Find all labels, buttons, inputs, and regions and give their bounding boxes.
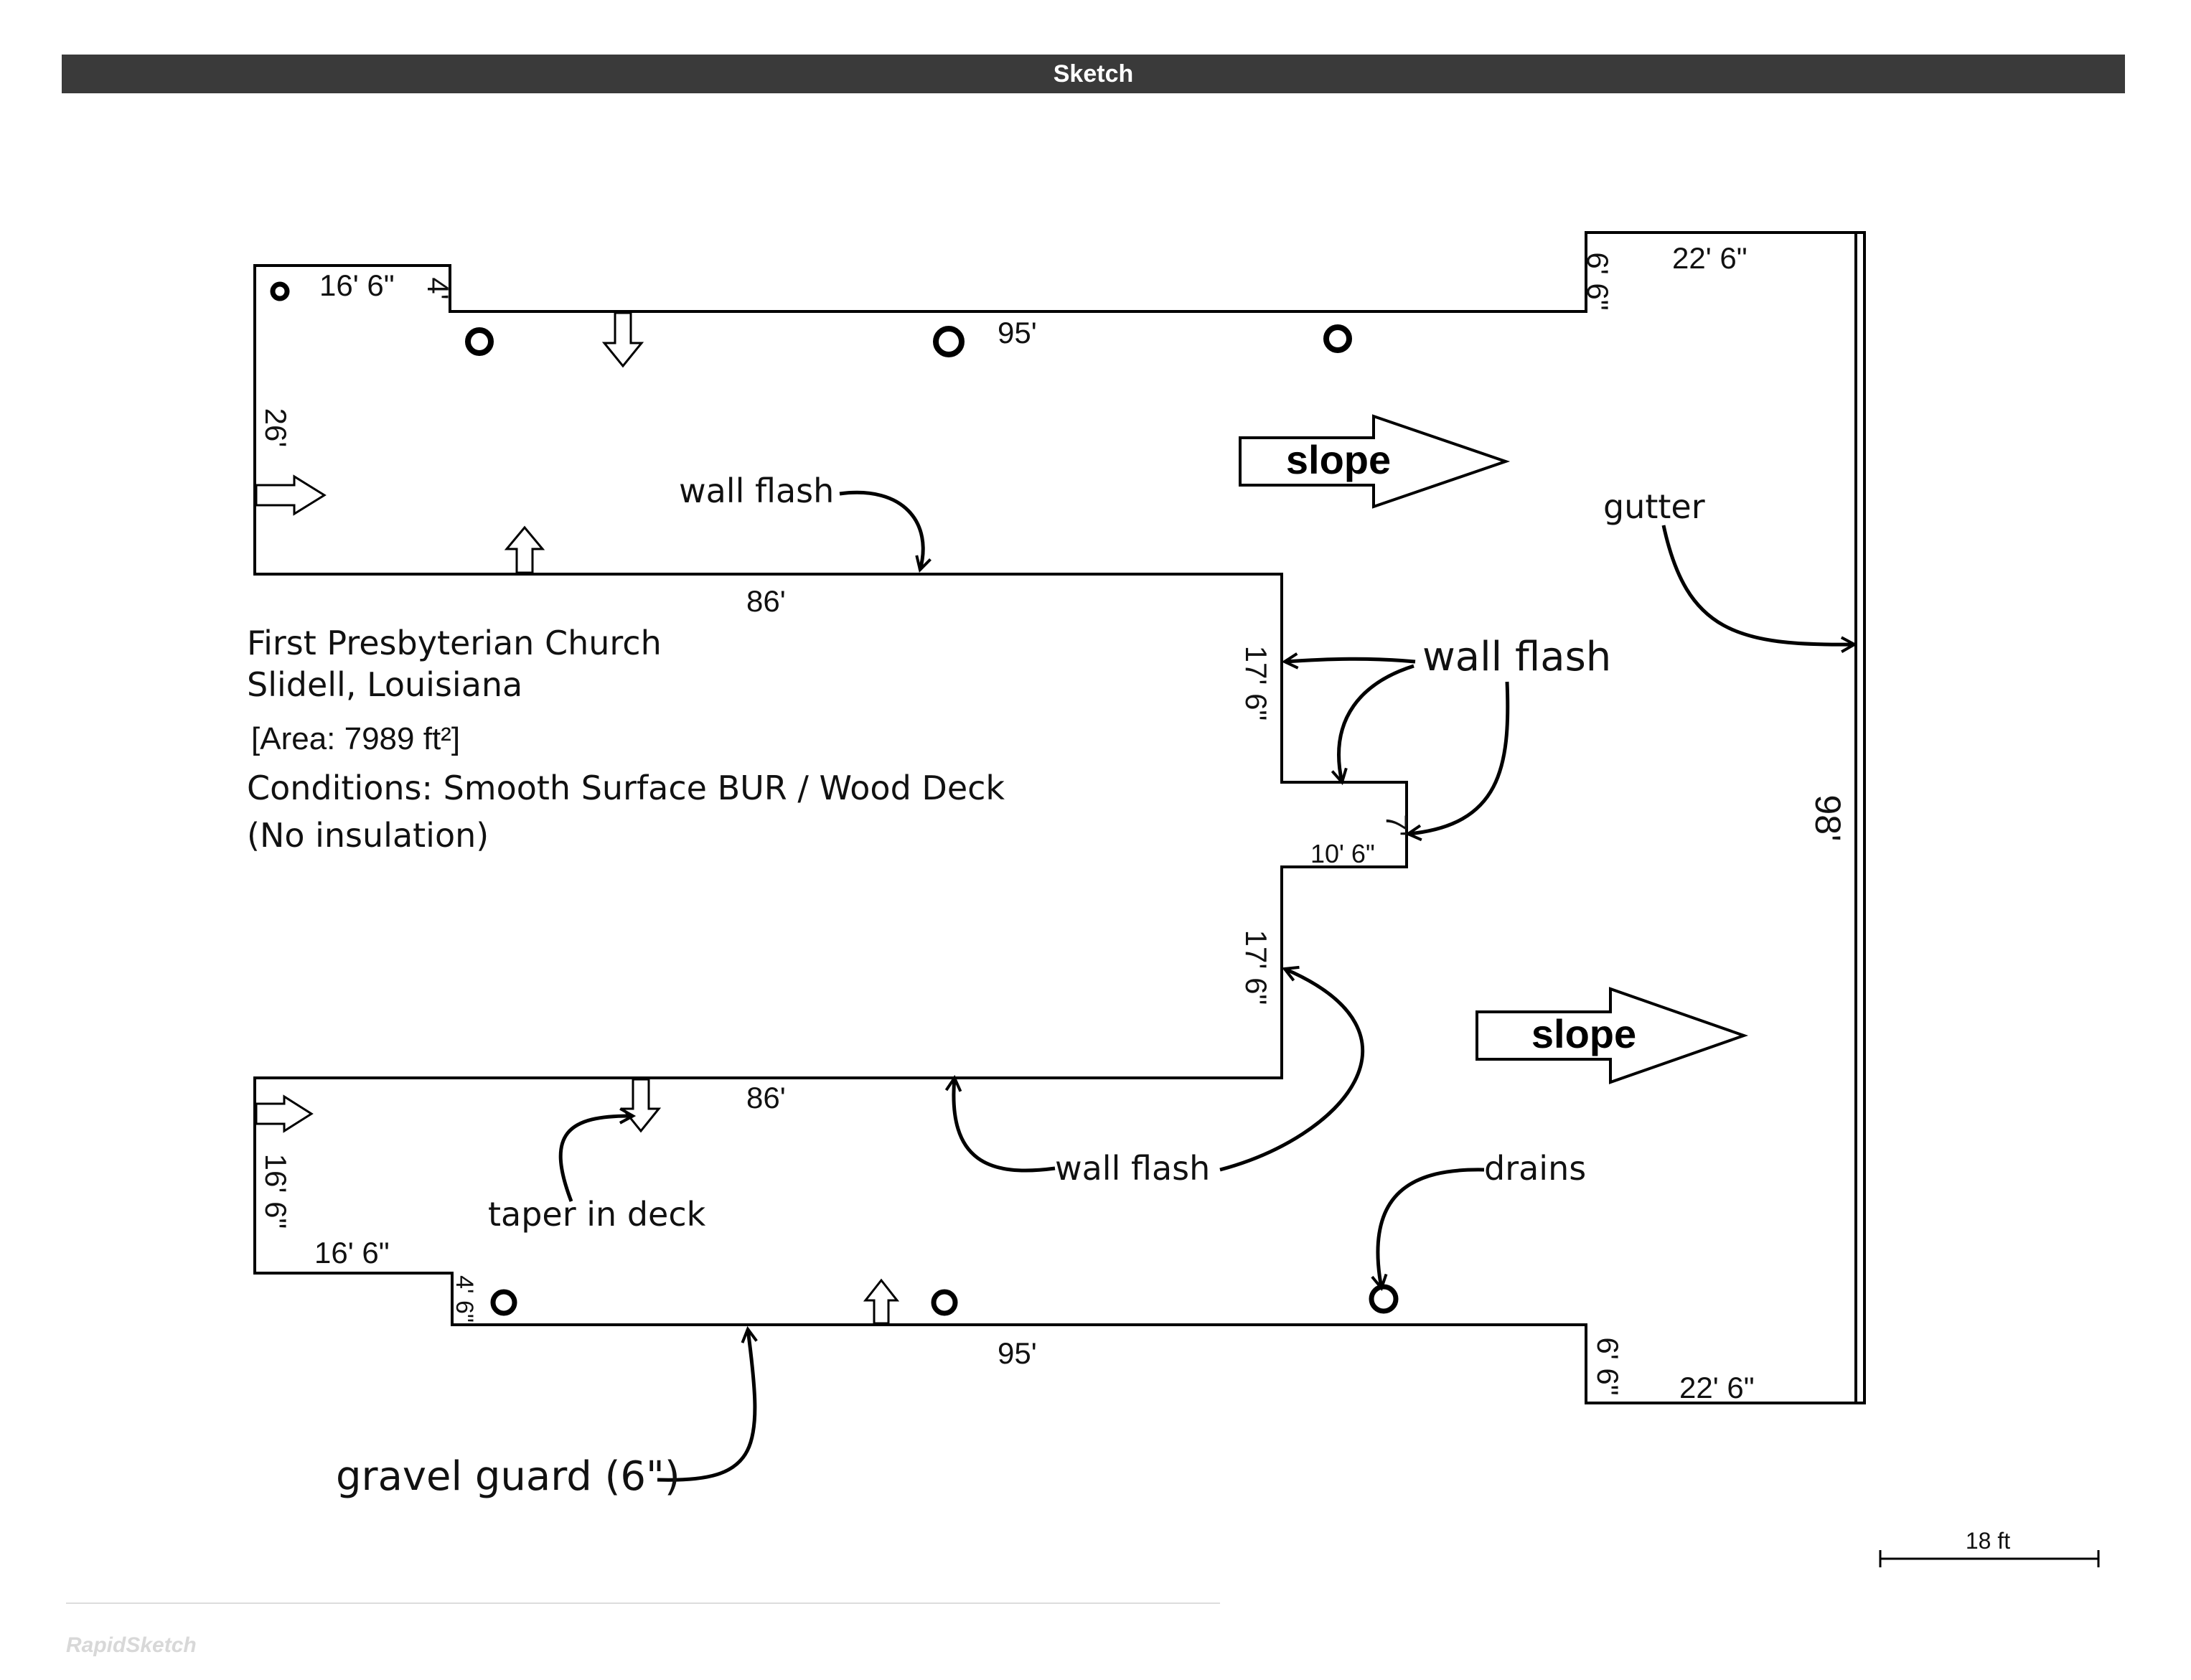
scale-label: 18 ft xyxy=(1966,1528,2010,1554)
taper-arrow-up-icon xyxy=(504,525,545,574)
annotation-drains: drains xyxy=(1484,1149,1586,1188)
leader-wall-flash-bottom-2 xyxy=(1219,969,1365,1172)
annotation-wall-flash-center: wall flash xyxy=(1422,634,1611,680)
drain-icon xyxy=(1323,324,1352,353)
drain-icon xyxy=(465,327,494,356)
drain-icon xyxy=(1369,1284,1399,1314)
info-name: First Presbyterian Church xyxy=(247,624,662,662)
scale-bar xyxy=(1879,1550,2100,1567)
drain-icon xyxy=(931,1289,958,1316)
leader-taper xyxy=(558,1116,633,1202)
dim-bottom-right-width: 22' 6" xyxy=(1679,1371,1755,1404)
dim-bottom-left-notch: 4' 6" xyxy=(451,1275,478,1323)
drain-icon xyxy=(490,1289,517,1316)
dim-bottom-left-width: 16' 6" xyxy=(314,1236,390,1270)
leader-wall-flash-center-1 xyxy=(1285,659,1416,662)
taper-arrow-right-icon xyxy=(255,474,327,516)
info-conditions: Conditions: Smooth Surface BUR / Wood De… xyxy=(247,769,1005,807)
dim-center-notch-width: 10' 6" xyxy=(1310,839,1375,868)
leader-wall-flash-center-2 xyxy=(1339,664,1414,782)
annotation-gravel-guard: gravel guard (6") xyxy=(336,1453,680,1500)
slope-arrow-upper-icon xyxy=(1239,414,1511,509)
taper-arrow-down-icon xyxy=(601,311,644,368)
dim-right-side: 98' xyxy=(1808,794,1848,841)
slope-arrow-lower-icon xyxy=(1475,987,1749,1084)
dim-top-right-notch: 6' 6" xyxy=(1581,252,1615,310)
annotation-taper: taper in deck xyxy=(488,1195,706,1234)
drain-icon xyxy=(933,326,965,357)
dim-center-notch: 7' xyxy=(1380,814,1414,836)
leader-wall-flash-center-3 xyxy=(1408,681,1510,834)
drains xyxy=(270,281,1399,1316)
annotation-wall-flash-bottom: wall flash xyxy=(1055,1149,1210,1188)
dim-left-lower: 16' 6" xyxy=(259,1154,293,1229)
taper-arrow-down-icon xyxy=(620,1078,662,1133)
taper-arrow-right-icon xyxy=(255,1094,314,1133)
dim-bottom-long: 95' xyxy=(998,1336,1037,1370)
dim-top-long: 95' xyxy=(998,316,1037,349)
slope-label-upper: slope xyxy=(1286,437,1391,482)
info-insulation: (No insulation) xyxy=(247,816,489,855)
drain-icon xyxy=(270,281,290,301)
rapidsketch-logo: RapidSketch xyxy=(66,1633,197,1657)
header-bar: Sketch xyxy=(62,55,2125,93)
roof-outline xyxy=(253,231,1866,1404)
leader-wall-flash-top xyxy=(839,490,923,570)
dim-center-upper: 17' 6" xyxy=(1239,646,1273,721)
dim-left-upper: 26' xyxy=(259,408,293,448)
leader-drains xyxy=(1378,1168,1485,1288)
taper-arrow-up-icon xyxy=(863,1278,900,1325)
annotation-wall-flash-top: wall flash xyxy=(679,471,834,510)
leader-gutter xyxy=(1661,525,1854,644)
dim-center-lower: 17' 6" xyxy=(1239,930,1273,1005)
annotations: wall flash wall flash wall flash gutter … xyxy=(336,471,1705,1500)
info-area: [Area: 7989 ft²] xyxy=(251,721,460,756)
dim-top-left-notch: 4' xyxy=(421,277,455,299)
leader-wall-flash-bottom-1 xyxy=(954,1078,1056,1173)
dim-top-right-width: 22' 6" xyxy=(1672,241,1747,275)
dim-upper-mid: 86' xyxy=(746,584,786,618)
dim-top-left-width: 16' 6" xyxy=(319,268,395,302)
info-location: Slidell, Louisiana xyxy=(247,665,522,704)
project-info: First Presbyterian Church Slidell, Louis… xyxy=(247,624,1005,855)
annotation-gutter: gutter xyxy=(1603,487,1705,526)
header-title: Sketch xyxy=(1053,60,1134,88)
leader-arrows xyxy=(558,490,1854,1482)
dim-bottom-right-notch: 6' 6" xyxy=(1591,1337,1625,1395)
dim-lower-mid: 86' xyxy=(746,1081,786,1114)
slope-label-lower: slope xyxy=(1531,1011,1636,1056)
dimension-labels: 16' 6" 4' 95' 6' 6" 22' 6" 26' 86' 17' 6… xyxy=(259,241,1848,1404)
leader-gravel-guard xyxy=(657,1329,755,1482)
